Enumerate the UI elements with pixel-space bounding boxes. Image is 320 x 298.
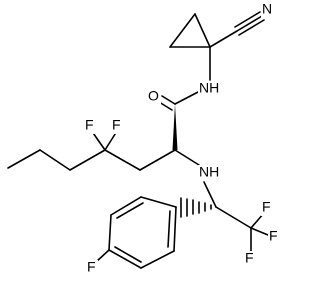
chemical-structure: N NH O F F NH F F F F <box>7 0 278 275</box>
stereo-hash-aryl <box>180 197 212 218</box>
bond-chiral-cf3 <box>215 206 252 229</box>
cf3-fluorine-bottom-label: F <box>245 250 254 266</box>
bond-alpha-ch2 <box>139 149 176 171</box>
bond-aryl-f <box>95 249 110 263</box>
aryl-fluorine-label: F <box>87 259 96 275</box>
fluorine-label-2: F <box>112 117 121 133</box>
fluorine-label-1: F <box>85 117 94 133</box>
bond-propyl-2 <box>7 149 41 169</box>
fluorophenyl-ring <box>108 196 177 269</box>
carbonyl-oxygen-label: O <box>148 88 159 104</box>
carbonyl-double-bond <box>158 95 176 111</box>
nitrile-triple-bond <box>209 11 265 48</box>
bond-alpha-amine <box>174 149 200 166</box>
stereo-wedge-alpha <box>172 104 178 150</box>
bond-nh-carbonyl <box>174 90 201 105</box>
bond-cf2-f2 <box>104 130 118 151</box>
bond-amine-chiral <box>203 181 217 208</box>
bond-cf3-f-right <box>250 227 269 236</box>
amine-nh-label: NH <box>199 164 219 180</box>
cf3-fluorine-top-label: F <box>262 199 271 215</box>
cyclopropane-ring <box>169 13 211 48</box>
bond-cf2-propyl <box>69 149 106 171</box>
bond-ch2-cf2 <box>104 149 141 171</box>
nitrile-nitrogen-label: N <box>262 1 272 17</box>
cf3-fluorine-right-label: F <box>269 228 278 244</box>
bond-propyl-1 <box>39 149 71 171</box>
amide-nh-label: NH <box>199 80 219 96</box>
